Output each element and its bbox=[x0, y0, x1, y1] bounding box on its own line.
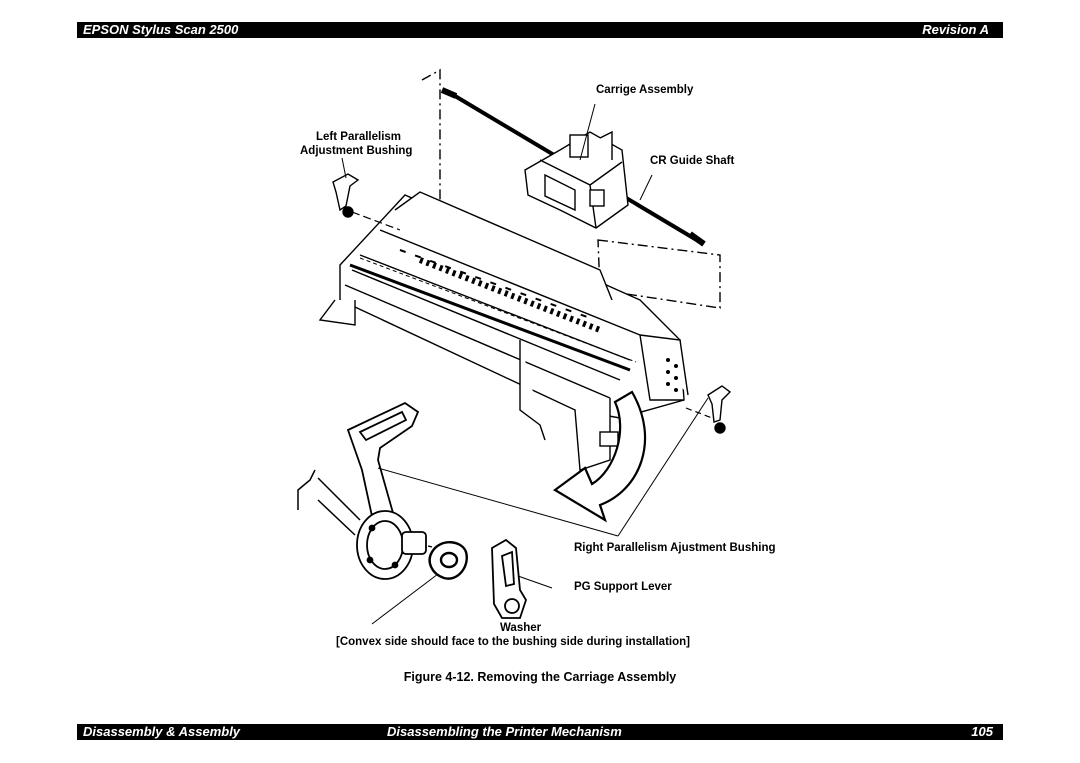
page-footer: Disassembly & Assembly Disassembling the… bbox=[77, 724, 1003, 740]
page-header: EPSON Stylus Scan 2500 Revision A bbox=[77, 22, 1003, 38]
left-bushing-small bbox=[332, 173, 360, 218]
label-left-bushing-line1: Left Parallelism bbox=[316, 131, 402, 143]
right-bushing-small bbox=[707, 385, 732, 434]
carriage-assembly bbox=[524, 130, 629, 229]
chapter-title: Disassembling the Printer Mechanism bbox=[387, 724, 622, 739]
page-number: 105 bbox=[971, 724, 993, 739]
label-washer-note: [Convex side should face to the bushing … bbox=[336, 636, 690, 648]
section-title: Disassembly & Assembly bbox=[83, 724, 241, 739]
enlarged-bushing bbox=[356, 510, 427, 580]
roller-detail bbox=[349, 249, 637, 372]
label-right-bushing: Right Parallelism Ajustment Bushing bbox=[574, 542, 776, 554]
manual-title: EPSON Stylus Scan 2500 bbox=[83, 22, 239, 37]
side-holes bbox=[666, 358, 678, 392]
label-left-bushing-line2: Adjustment Bushing bbox=[300, 145, 413, 157]
washer bbox=[428, 541, 468, 580]
label-washer: Washer bbox=[500, 622, 542, 634]
dashdot-outline-right bbox=[597, 239, 721, 309]
printer-mechanism bbox=[318, 191, 689, 471]
label-carriage-assembly: Carrige Assembly bbox=[596, 84, 694, 96]
label-pg-support-lever: PG Support Lever bbox=[574, 581, 672, 593]
revision-label: Revision A bbox=[922, 22, 989, 37]
label-cr-guide-shaft: CR Guide Shaft bbox=[650, 155, 735, 167]
pg-support-lever bbox=[491, 538, 527, 619]
curved-arrow bbox=[553, 390, 647, 523]
shaft-stub bbox=[297, 469, 361, 536]
figure-caption: Figure 4-12. Removing the Carriage Assem… bbox=[403, 670, 677, 684]
enlarged-lever bbox=[346, 401, 420, 532]
